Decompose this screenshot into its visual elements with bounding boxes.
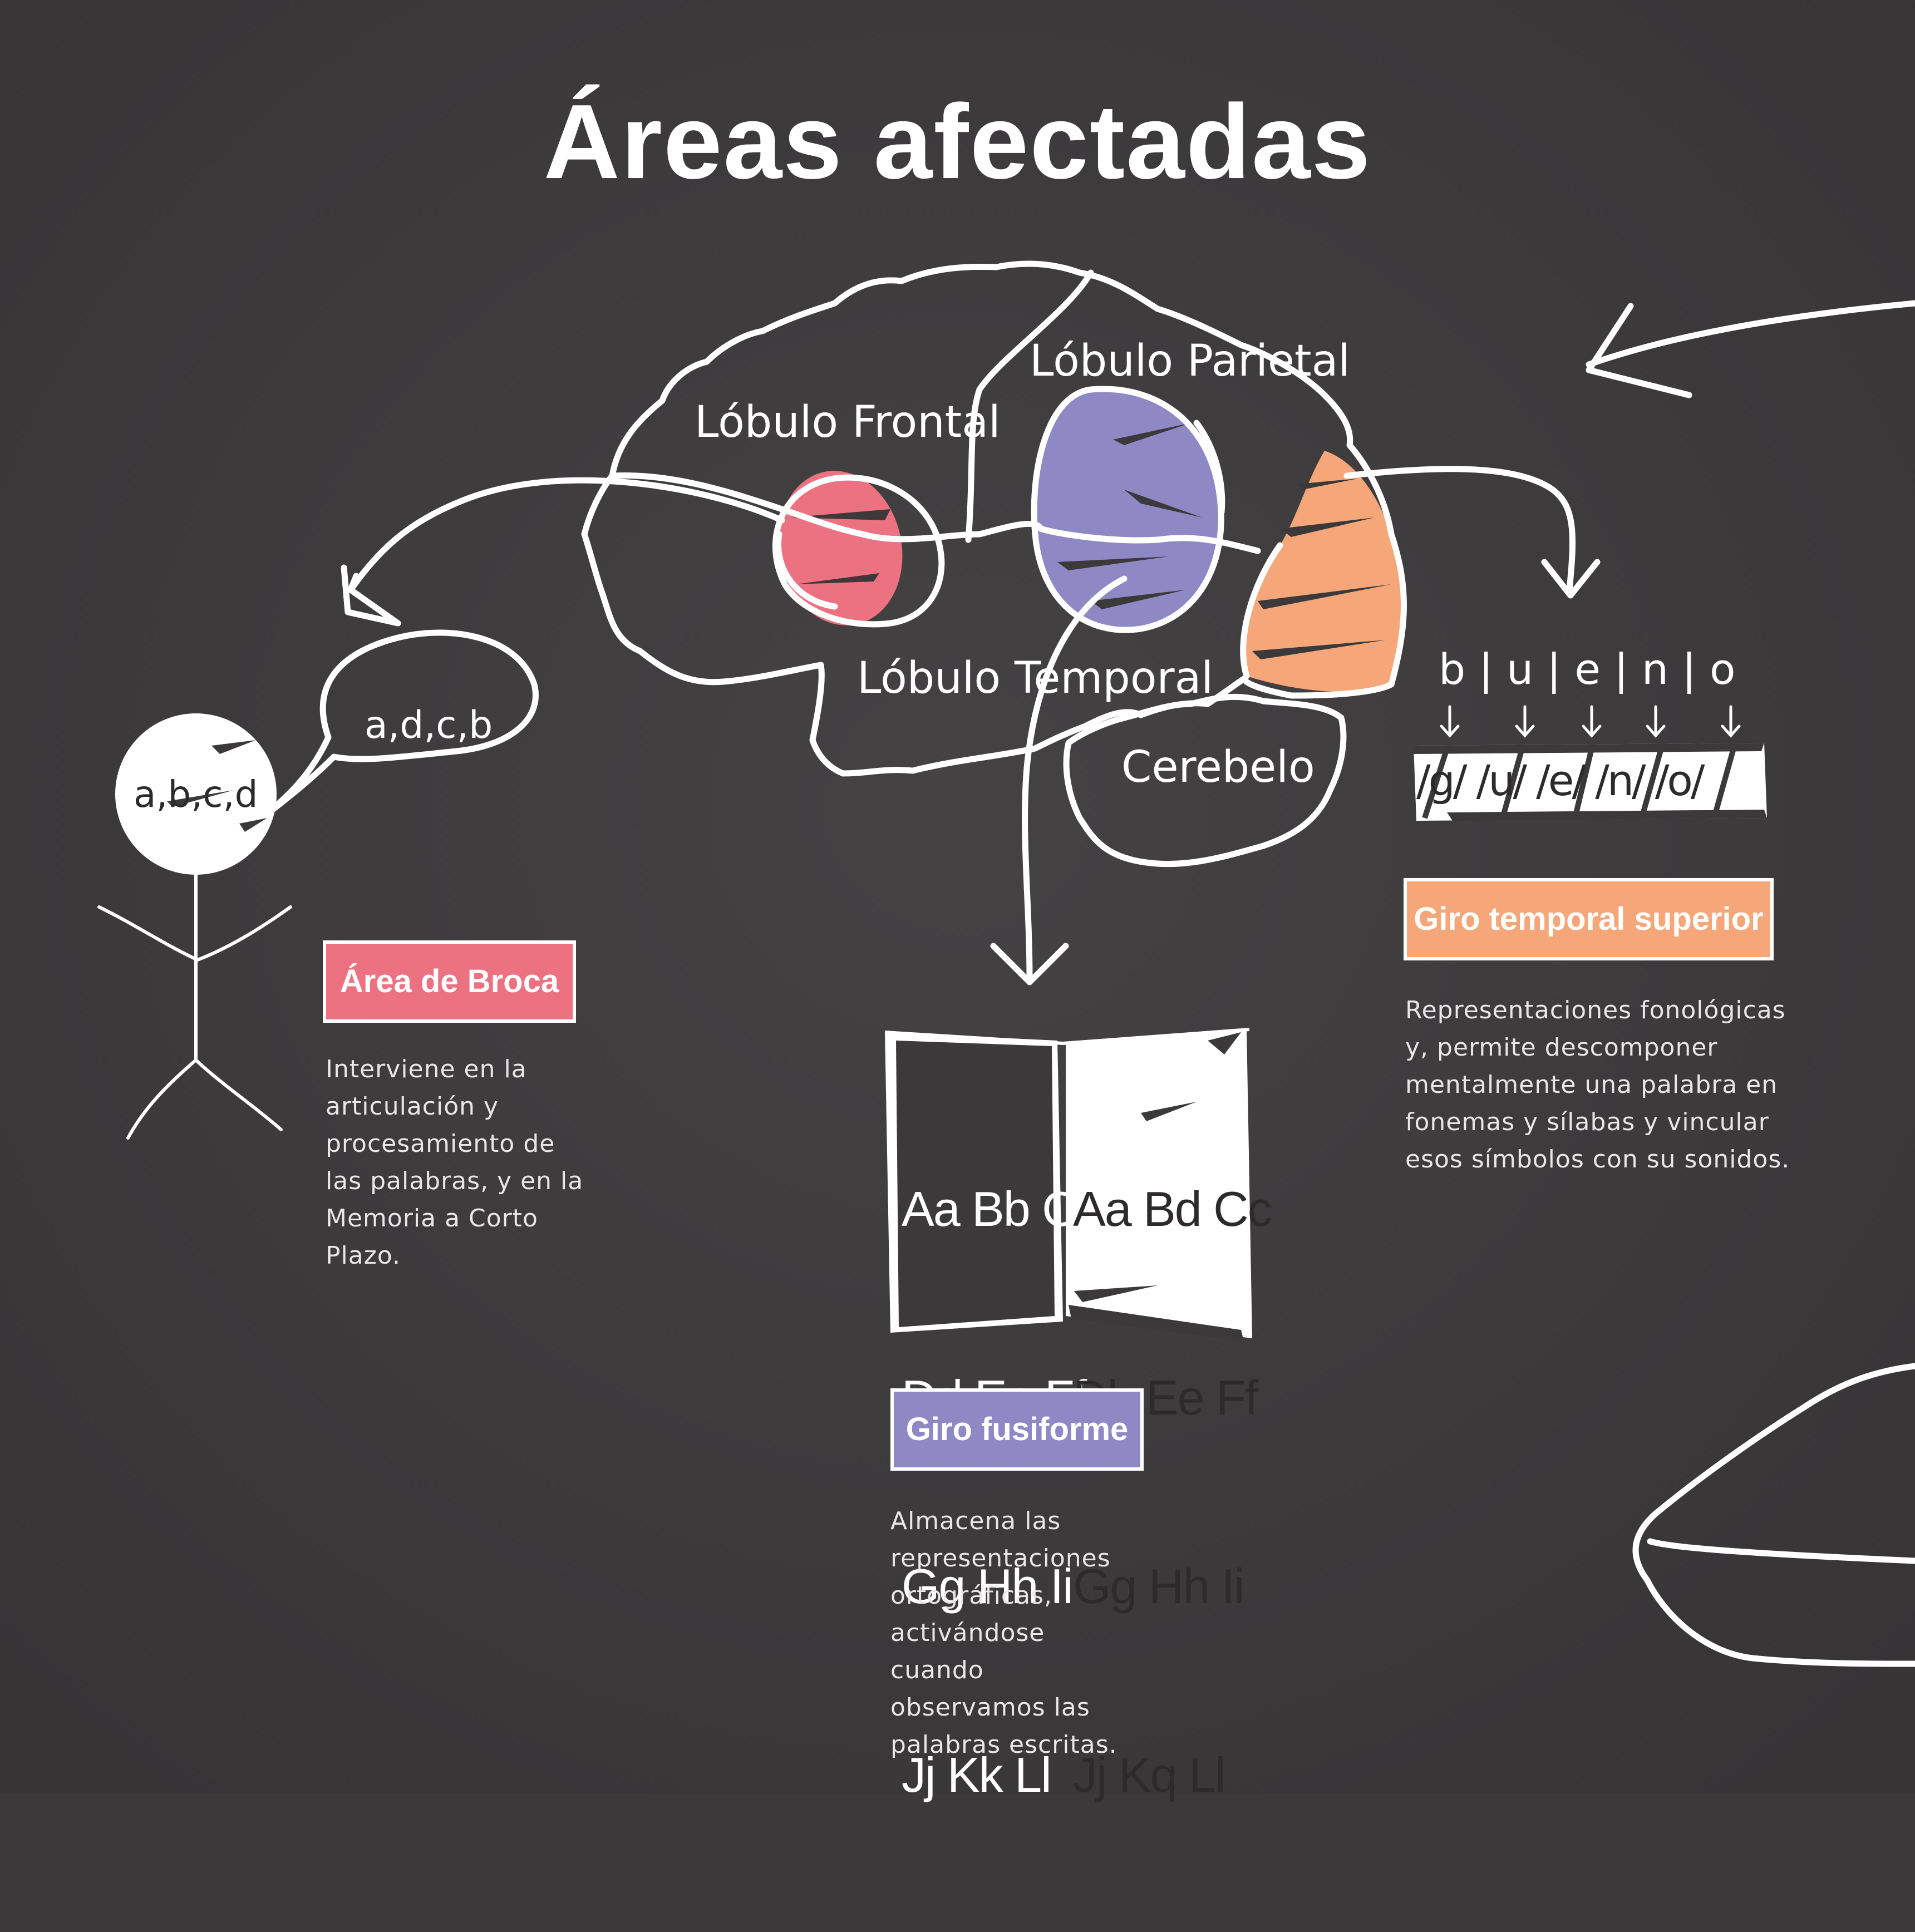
book-right-line: Gg Hh Ii: [1073, 1559, 1245, 1614]
book-right-page: Aa Bd Cc Db Ee Ff Gg Hh Ii Jj Kq Ll: [1073, 1052, 1272, 1932]
central-sulcus: [965, 269, 1094, 543]
brain-outline: [581, 260, 1407, 777]
word-phonemes: /g/ /u/ /e/ /n/ /o/: [1416, 756, 1705, 805]
infographic: Áreas afectadas Lóbulo Frontal Lóbulo Pa…: [0, 0, 1915, 1802]
fusiform-description: Almacena las representaciones ortográfic…: [890, 1507, 1118, 1759]
arrow-to-person: [347, 477, 785, 593]
open-book: [884, 1028, 1252, 1341]
fusiform-region: [1034, 389, 1222, 630]
fusiform-tag: Giro fusiforme: [890, 1388, 1144, 1471]
fusiform-outline: [1031, 386, 1224, 633]
tray-decoration: [1632, 1363, 1915, 1667]
book-left-page: Aa Bb Cc Dd Ee Ff Gg Hh Ii Jj Kk Ll: [902, 1052, 1101, 1932]
book-right-line: Aa Bd Cc: [1073, 1181, 1272, 1236]
label-frontal-lobe: Lóbulo Frontal: [695, 397, 1001, 447]
phoneme-arrows: [1440, 705, 1741, 738]
label-cerebellum: Cerebelo: [1121, 742, 1315, 792]
label-parietal-lobe: Lóbulo Parietal: [1030, 336, 1351, 386]
head-letters: a,b,c,d: [134, 773, 258, 816]
stick-figure: [97, 713, 292, 1140]
arrow-to-book: [1022, 575, 1128, 983]
broca-outline: [772, 474, 945, 628]
temporal-superior-region: [1243, 451, 1404, 692]
book-left-line: Aa Bb Cc: [902, 1181, 1101, 1236]
broca-description: Interviene en la articulación y procesam…: [326, 1055, 584, 1270]
page-title: Áreas afectadas: [543, 83, 1372, 201]
incoming-arrow: [1586, 300, 1915, 368]
sylvian-fissure: [609, 472, 1261, 554]
temporal-superior-tag: Giro temporal superior: [1404, 878, 1774, 960]
cerebellum-outline: [1063, 693, 1347, 868]
broca-tag: Área de Broca: [323, 940, 576, 1023]
temporal-superior-description: Representaciones fonológicas y, permite …: [1405, 996, 1790, 1174]
word-segmented: b | u | e | n | o: [1439, 644, 1736, 694]
phoneme-bar: [1414, 743, 1767, 821]
book-left-line: Gg Hh Ii: [902, 1559, 1074, 1614]
label-temporal-lobe: Lóbulo Temporal: [857, 653, 1214, 703]
arrow-to-word: [1343, 466, 1576, 593]
speech-letters: a,d,c,b: [365, 703, 493, 747]
